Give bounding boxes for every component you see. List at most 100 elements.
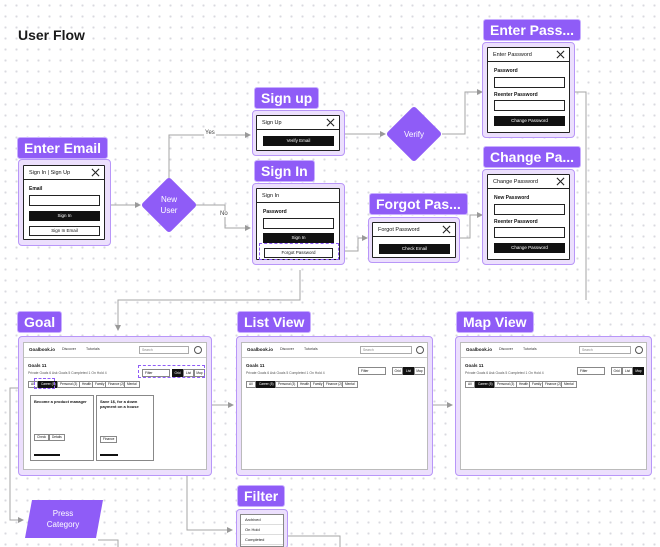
- map-view-button[interactable]: Map: [414, 367, 425, 375]
- filter-option-on-hold[interactable]: On Hold: [241, 525, 283, 535]
- nav-tutorials[interactable]: Tutorials: [304, 347, 318, 351]
- search-input[interactable]: Search: [579, 346, 631, 354]
- section-goal[interactable]: Goal: [17, 311, 63, 333]
- new-user-decision: New User: [140, 176, 198, 234]
- section-sign-in[interactable]: Sign In: [254, 160, 315, 182]
- sign-in-card: Sign In Password Sign In Forgot Password: [256, 188, 340, 260]
- sign-in-button[interactable]: Sign In: [263, 233, 334, 243]
- chip-personal[interactable]: Personal (3): [275, 381, 299, 388]
- sign-in-button[interactable]: Sign In: [29, 211, 100, 221]
- chip-all[interactable]: All: [28, 381, 38, 388]
- sign-in-email-button[interactable]: Sign In Email: [29, 226, 100, 236]
- search-input[interactable]: Search: [139, 346, 189, 354]
- change-password-card: Change Password New Password Reenter Pas…: [487, 174, 570, 260]
- section-change-password[interactable]: Change Pa...: [483, 146, 582, 168]
- password-label: Password: [494, 68, 518, 74]
- avatar[interactable]: [416, 346, 424, 354]
- section-sign-up[interactable]: Sign up: [254, 87, 320, 109]
- goal-card-button[interactable]: Check: [34, 434, 50, 441]
- card-title: Sign Up: [262, 120, 282, 126]
- password-field[interactable]: [494, 77, 565, 88]
- section-list-view[interactable]: List View: [237, 311, 312, 333]
- goal-counts: Private Goals 6 Ask Goals 5 Completed 1 …: [465, 371, 544, 375]
- nav-discover[interactable]: Discover: [62, 347, 76, 351]
- logo: Goalbook.io: [29, 347, 56, 352]
- check-email-button[interactable]: Check Email: [379, 244, 450, 254]
- chip-mental[interactable]: Mental: [561, 381, 577, 388]
- map-page: Goalbook.io Discover Tutorials Search Go…: [460, 342, 647, 470]
- grid-view-button[interactable]: Grid: [392, 367, 403, 375]
- filter-dropdown: Archived On Hold Completed: [240, 514, 284, 547]
- chip-personal[interactable]: Personal (3): [494, 381, 518, 388]
- email-field[interactable]: [29, 195, 100, 206]
- filter-option-completed[interactable]: Completed: [241, 535, 283, 545]
- board-title: User Flow: [18, 27, 85, 43]
- goal-card[interactable]: Become a product manager Check Details: [30, 395, 94, 461]
- chip-all[interactable]: All: [465, 381, 475, 388]
- card-title: Enter Password: [493, 52, 532, 58]
- close-icon[interactable]: [442, 225, 451, 234]
- nav-tutorials[interactable]: Tutorials: [86, 347, 100, 351]
- new-password-label: New Password: [494, 195, 530, 201]
- nav-discover[interactable]: Discover: [280, 347, 294, 351]
- filter-select[interactable]: Filter: [358, 367, 386, 375]
- change-password-button[interactable]: Change Password: [494, 116, 565, 126]
- verify-email-button[interactable]: Verify Email: [263, 136, 334, 146]
- filter-select[interactable]: Filter: [577, 367, 605, 375]
- section-filter[interactable]: Filter: [237, 485, 286, 507]
- goal-card-button[interactable]: Details: [49, 434, 65, 441]
- section-map-view[interactable]: Map View: [456, 311, 534, 333]
- close-icon[interactable]: [556, 50, 565, 59]
- forgot-password-button[interactable]: Forgot Password: [264, 248, 333, 258]
- change-password-button[interactable]: Change Password: [494, 243, 565, 253]
- chip-mental[interactable]: Mental: [342, 381, 358, 388]
- top-bar: Goalbook.io Discover Tutorials Search: [461, 343, 646, 358]
- chip-mental[interactable]: Mental: [124, 381, 140, 388]
- card-title: Sign In | Sign Up: [29, 170, 71, 176]
- close-icon[interactable]: [326, 118, 335, 127]
- section-forgot-password[interactable]: Forgot Pas...: [369, 193, 468, 215]
- reenter-password-field[interactable]: [494, 100, 565, 111]
- goal-counts: Private Goals 6 Ask Goals 5 Completed 1 …: [28, 371, 107, 375]
- enter-password-card: Enter Password Password Reenter Password…: [487, 47, 570, 133]
- nav-discover[interactable]: Discover: [499, 347, 513, 351]
- goals-heading: Goals 11: [465, 363, 484, 368]
- card-title: Forgot Password: [378, 227, 420, 233]
- new-password-field[interactable]: [494, 204, 565, 215]
- goal-card-button[interactable]: Finance: [100, 436, 118, 443]
- chip-career[interactable]: Career (5): [256, 381, 277, 388]
- goal-card[interactable]: Save 1$, for a down payment on a house F…: [96, 395, 154, 461]
- reenter-password-field[interactable]: [494, 227, 565, 238]
- close-icon[interactable]: [91, 168, 100, 177]
- list-view-button[interactable]: List: [183, 369, 194, 377]
- chip-all[interactable]: All: [246, 381, 256, 388]
- goal-card-title: Become a product manager: [34, 399, 87, 404]
- grid-view-button[interactable]: Grid: [611, 367, 622, 375]
- chip-career[interactable]: Career (5): [475, 381, 496, 388]
- avatar[interactable]: [194, 346, 202, 354]
- avatar[interactable]: [635, 346, 643, 354]
- chip-personal[interactable]: Personal (3): [57, 381, 81, 388]
- reenter-password-label: Reenter Password: [494, 219, 538, 225]
- email-label: Email: [29, 186, 43, 192]
- nav-tutorials[interactable]: Tutorials: [523, 347, 537, 351]
- section-enter-email[interactable]: Enter Email: [17, 137, 109, 159]
- filter-select[interactable]: Filter: [142, 369, 170, 377]
- list-view-button[interactable]: List: [403, 367, 414, 375]
- grid-view-button[interactable]: Grid: [172, 369, 183, 377]
- press-category-label: Press Category: [46, 509, 80, 529]
- map-view-button[interactable]: Map: [633, 367, 644, 375]
- edge-label-yes: Yes: [204, 130, 216, 136]
- section-enter-password[interactable]: Enter Pass...: [483, 19, 582, 41]
- email-card: Sign In | Sign Up Email Sign In Sign In …: [23, 165, 105, 240]
- filter-option-archived[interactable]: Archived: [241, 515, 283, 525]
- search-input[interactable]: Search: [360, 346, 412, 354]
- verify-decision: Verify: [385, 105, 443, 163]
- logo: Goalbook.io: [247, 347, 274, 352]
- password-field[interactable]: [263, 218, 334, 229]
- forgot-password-highlight: [259, 243, 339, 260]
- list-view-button[interactable]: List: [622, 367, 633, 375]
- close-icon[interactable]: [556, 177, 565, 186]
- view-toggle-highlight: [138, 365, 205, 378]
- chip-highlight: [34, 378, 55, 389]
